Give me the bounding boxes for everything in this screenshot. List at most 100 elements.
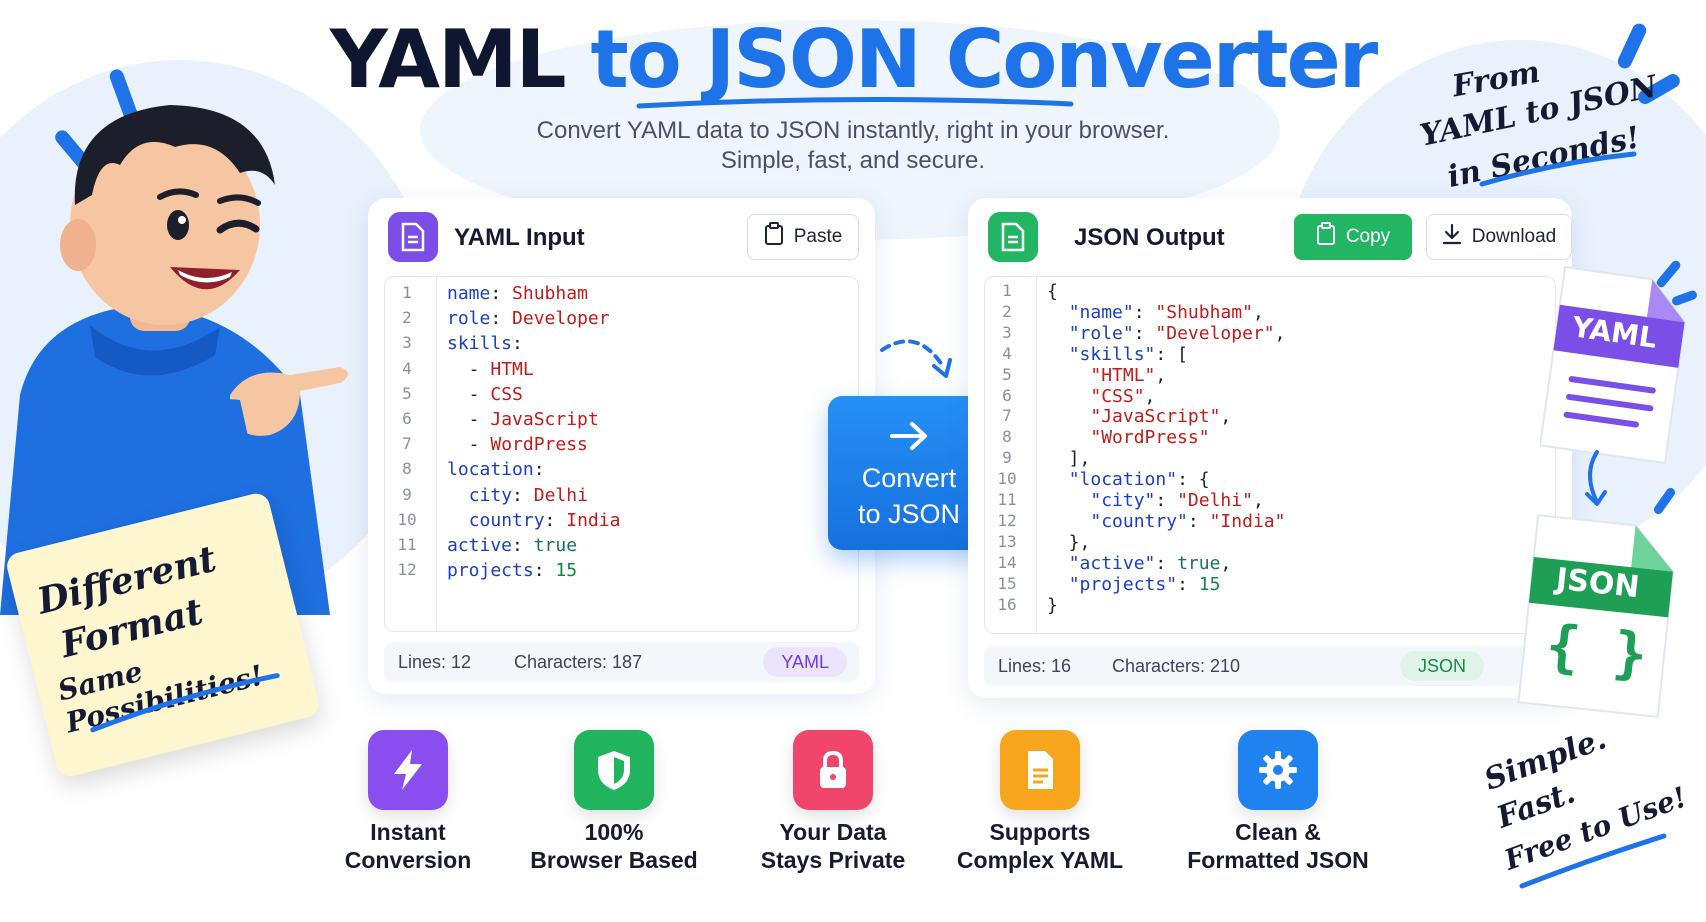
line-number: 15: [997, 573, 1017, 593]
line-number: 4: [1002, 343, 1012, 363]
document-icon: [988, 212, 1038, 262]
token-punct: ,: [1252, 301, 1264, 323]
line-number: 6: [1002, 385, 1012, 405]
convert-button[interactable]: Convert to JSON: [828, 396, 990, 550]
json-format-badge: JSON: [1399, 651, 1484, 681]
code-text: location:: [447, 459, 545, 480]
token-str: Developer: [512, 308, 610, 330]
token-str: Shubham: [512, 283, 588, 304]
token-str: Delhi: [533, 484, 588, 506]
line-number: 9: [402, 484, 412, 504]
sticky-note: Different Format Same Possibilities!: [4, 490, 322, 780]
code-text: - HTML: [447, 359, 534, 380]
json-editor[interactable]: 1{2 "name": "Shubham",3 "role": "Develop…: [984, 276, 1556, 634]
line-number: 2: [1002, 301, 1012, 321]
download-icon: [1442, 223, 1462, 251]
code-text: - WordPress: [447, 434, 588, 455]
download-button[interactable]: Download: [1426, 214, 1572, 260]
token-key: skills: [447, 333, 513, 355]
convert-label-line2: to JSON: [857, 499, 961, 529]
convert-label-line1: Convert: [861, 463, 957, 493]
line-number: 14: [997, 552, 1017, 572]
token-punct: [1047, 490, 1090, 511]
developer-character-illustration: [0, 105, 348, 615]
code-text: - JavaScript: [447, 409, 599, 430]
document-icon: [1000, 730, 1080, 810]
feature-label-line1: Instant: [370, 819, 446, 845]
line-number: 8: [402, 459, 412, 479]
line-number: 5: [1002, 364, 1012, 384]
token-punct: [1047, 302, 1069, 323]
copy-button[interactable]: Copy: [1294, 214, 1412, 260]
token-key: "skills": [1068, 343, 1156, 365]
line-number: 7: [1002, 406, 1012, 426]
token-punct: :: [1155, 552, 1178, 574]
token-punct: -: [447, 409, 491, 430]
code-text: active: true: [447, 535, 577, 556]
code-text: ],: [1047, 448, 1091, 469]
code-text: "role": "Developer",: [1047, 322, 1286, 344]
page-title: YAML to JSON Converter: [0, 10, 1706, 110]
token-punct: :: [512, 333, 523, 355]
token-key: "location": [1068, 469, 1178, 491]
code-text: city: Delhi: [447, 485, 588, 506]
token-punct: :: [1133, 301, 1156, 323]
token-key: city: [468, 484, 513, 506]
token-str: CSS: [490, 383, 523, 405]
line-number: 11: [997, 490, 1017, 509]
token-punct: :: [1133, 322, 1156, 344]
token-punct: [1047, 427, 1090, 448]
token-key: "country": [1090, 510, 1188, 532]
line-number: 12: [397, 560, 417, 580]
yaml-file-illustration: [1540, 265, 1686, 465]
subtitle-line2: Simple, fast, and secure.: [720, 147, 986, 174]
token-key: "role": [1068, 322, 1134, 344]
paste-button-label: Paste: [793, 226, 843, 247]
token-punct: :: [1187, 510, 1210, 532]
token-punct: ,: [1252, 490, 1264, 511]
line-number-gutter: [385, 277, 437, 631]
code-text: "country": "India": [1047, 511, 1285, 532]
token-str: "WordPress": [1090, 427, 1210, 449]
feature-label-line2: Stays Private: [760, 847, 906, 873]
token-str: "HTML": [1090, 364, 1156, 386]
feature-label-line2: Formatted JSON: [1187, 847, 1369, 873]
token-key: "active": [1068, 552, 1156, 574]
token-punct: [1047, 365, 1090, 386]
sticky-note-underline: [90, 673, 280, 733]
json-char-count: Characters: 210: [1112, 656, 1241, 676]
json-output-panel: JSON Output Copy Download 1{2 "name": "S…: [968, 198, 1572, 698]
code-text: "JavaScript",: [1047, 406, 1231, 427]
token-punct: [1047, 511, 1090, 532]
code-text: country: India: [447, 510, 621, 531]
code-text: "CSS",: [1047, 386, 1155, 407]
token-punct: },: [1047, 531, 1091, 553]
token-punct: [1047, 323, 1069, 344]
yaml-panel-title: YAML Input: [454, 224, 585, 251]
token-str: JavaScript: [490, 409, 599, 430]
token-punct: [1047, 553, 1069, 574]
token-str: "Shubham": [1155, 301, 1253, 323]
token-bool: true: [1177, 552, 1221, 574]
token-key: name: [447, 283, 491, 304]
token-punct: ,: [1220, 552, 1232, 574]
token-punct: :: [512, 484, 534, 506]
feature-item: Clean &Formatted JSON: [1168, 730, 1388, 874]
paste-button[interactable]: Paste: [747, 214, 859, 260]
top-right-note-underline: [1479, 151, 1637, 187]
title-yaml: YAML: [329, 13, 567, 106]
token-punct: :: [533, 560, 556, 582]
token-punct: ,: [1220, 406, 1232, 428]
line-number: 1: [402, 283, 412, 302]
token-punct: -: [447, 434, 491, 456]
feature-label-line1: Clean &: [1235, 819, 1321, 845]
token-str: HTML: [490, 358, 534, 380]
dashed-arrow: [880, 339, 952, 378]
token-bool: true: [533, 535, 578, 556]
token-punct: [1047, 574, 1069, 595]
